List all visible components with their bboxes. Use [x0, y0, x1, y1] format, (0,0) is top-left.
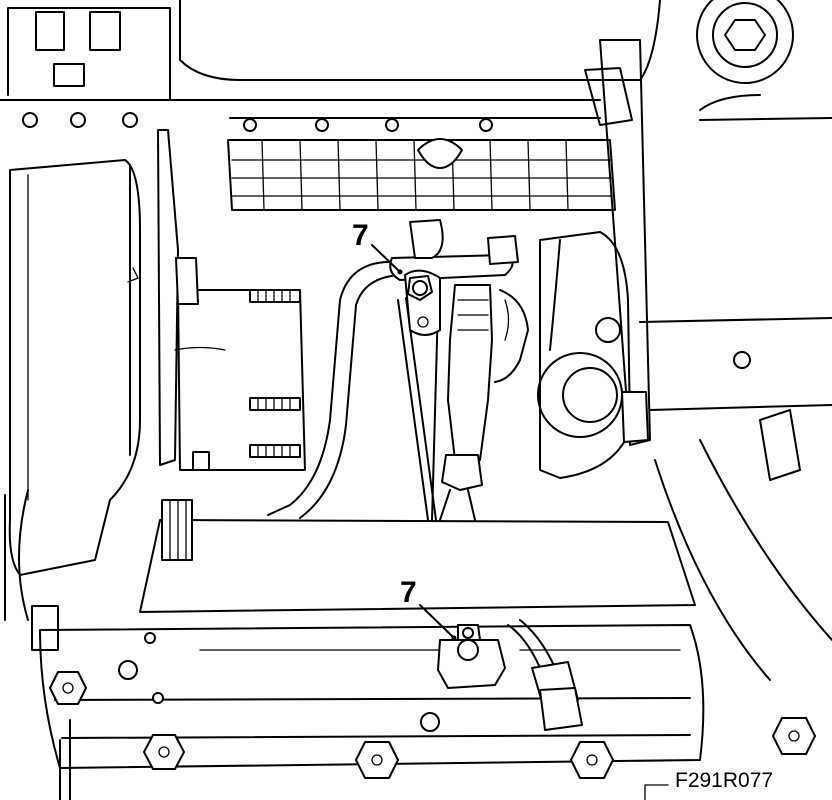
callout-number: 7 — [400, 576, 417, 609]
drive-belt — [397, 297, 439, 521]
upper-flange-with-bolt-holes — [22, 99, 601, 132]
center-plate — [174, 257, 306, 471]
intake-manifold-grid — [227, 138, 616, 211]
figure-code-label: F291R077 — [644, 769, 773, 800]
oil-line-bracket — [389, 219, 519, 281]
right-vertical-strut — [584, 39, 651, 446]
top-left-housing — [0, 0, 661, 101]
right-crossbar — [639, 94, 832, 411]
subframe-crossmember — [4, 489, 696, 651]
callout-7-upper: 7 — [352, 219, 403, 275]
vertical-hose-assembly — [439, 284, 493, 521]
callout-7-lower: 7 — [400, 576, 457, 641]
coolant-pipe — [267, 260, 406, 519]
turbocharger-housing — [494, 231, 631, 479]
top-right-pulley-bolt — [696, 0, 794, 84]
upper-pivot-bolt — [404, 269, 441, 336]
left-engine-mount — [8, 129, 179, 576]
lower-hose — [507, 619, 583, 731]
drain-plug-assembly — [437, 624, 506, 689]
oil-pan-bolts — [49, 632, 816, 800]
figure-code: F291R077 — [675, 769, 773, 792]
callout-number: 7 — [352, 219, 369, 252]
right-subframe-arm — [654, 409, 832, 681]
